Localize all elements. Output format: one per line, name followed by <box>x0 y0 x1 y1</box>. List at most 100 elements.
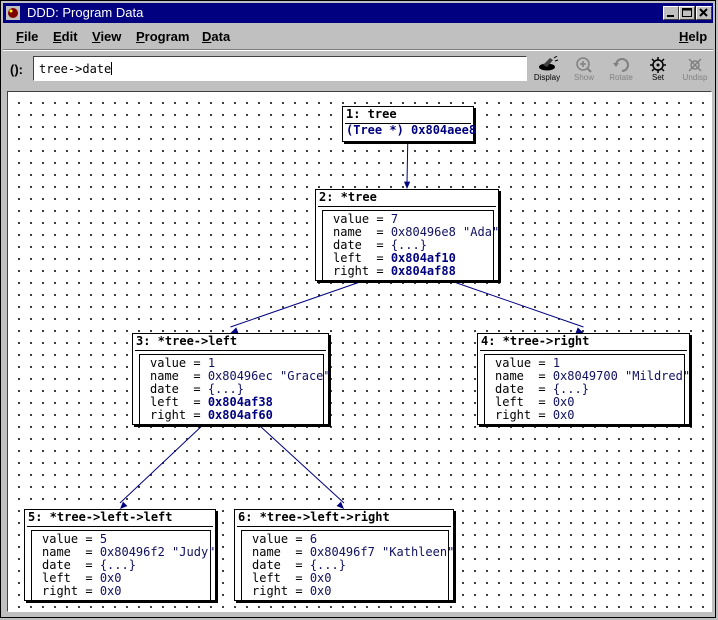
field-name: right <box>333 264 370 278</box>
struct-field-row[interactable]: value = 1 <box>150 357 319 370</box>
maximize-button[interactable] <box>679 6 695 20</box>
field-name: value <box>333 212 370 226</box>
field-value: 6 <box>309 532 318 546</box>
menu-file[interactable]: File <box>16 29 38 44</box>
field-value: 0x0 <box>99 584 122 598</box>
struct-field-row[interactable]: date = {...} <box>42 559 206 572</box>
field-name: right <box>150 408 187 422</box>
maximize-icon <box>682 8 692 17</box>
struct-field-row[interactable]: right = 0x0 <box>252 585 444 598</box>
field-equals: = <box>531 395 553 409</box>
field-equals: = <box>288 545 310 559</box>
struct-field-row[interactable]: date = {...} <box>495 383 680 396</box>
title-separator <box>27 526 213 527</box>
struct-field-row[interactable]: right = 0x0 <box>495 409 680 422</box>
field-name: value <box>252 532 289 546</box>
field-equals: = <box>531 382 553 396</box>
window-title: DDD: Program Data <box>27 5 144 20</box>
pointer-value[interactable]: 0x804af60 <box>207 408 273 422</box>
struct-field-row[interactable]: name = 0x8049700 "Mildred" <box>495 369 690 383</box>
field-equals: = <box>288 532 310 546</box>
struct-field-row[interactable]: left = 0x0 <box>252 572 444 585</box>
ddd-app-icon <box>6 6 20 20</box>
menu-view[interactable]: View <box>92 29 121 44</box>
struct-field-row[interactable]: left = 0x804af38 <box>150 396 319 409</box>
show-button[interactable]: Show <box>566 54 602 84</box>
menu-edit[interactable]: Edit <box>53 29 78 44</box>
field-equals: = <box>78 545 100 559</box>
field-equals: = <box>369 238 391 252</box>
struct-field-row[interactable]: name = 0x80496f2 "Judy" <box>42 545 215 559</box>
struct-field-row[interactable]: left = 0x804af10 <box>333 252 489 265</box>
title-bar[interactable]: DDD: Program Data <box>3 3 713 23</box>
field-value: 0x0 <box>552 408 575 422</box>
edge-2-3 <box>230 280 364 328</box>
field-value: {...} <box>309 558 346 572</box>
struct-field-row[interactable]: date = {...} <box>150 383 319 396</box>
struct-field-row[interactable]: name = 0x80496e8 "Ada" <box>333 226 499 239</box>
field-name: right <box>42 584 79 598</box>
struct-field-row[interactable]: value = 7 <box>333 213 489 226</box>
display-button-label: Display <box>533 73 561 82</box>
edge-arrowhead-3-6 <box>336 501 344 509</box>
field-name: right <box>495 408 532 422</box>
field-name: left <box>150 395 187 409</box>
field-value: 0x0 <box>552 395 575 409</box>
struct-field-row[interactable]: date = {...} <box>333 239 489 252</box>
struct-field-row[interactable]: right = 0x804af88 <box>333 265 489 278</box>
field-name: name <box>495 369 532 383</box>
pointer-value[interactable]: 0x804af10 <box>390 251 456 265</box>
field-name: left <box>252 571 289 585</box>
display-title: 2: *tree <box>319 190 377 204</box>
argument-input-value: tree->date <box>39 62 112 76</box>
display-title: 5: *tree->left->left <box>28 510 173 524</box>
field-equals: = <box>288 558 310 572</box>
field-value: 0x0 <box>309 571 332 585</box>
field-equals: = <box>78 584 100 598</box>
struct-field-row[interactable]: name = 0x80496f7 "Kathleen" <box>252 545 454 559</box>
minimize-button[interactable] <box>663 6 679 20</box>
struct-field-row[interactable]: value = 6 <box>252 533 444 546</box>
set-icon <box>650 57 666 73</box>
pointer-value[interactable]: 0x804af38 <box>207 395 273 409</box>
menu-bar: File Edit View Program Data Help <box>3 24 713 48</box>
field-value: 0x0 <box>309 584 332 598</box>
menu-help[interactable]: Help <box>679 29 707 44</box>
pointer-value[interactable]: 0x804af88 <box>390 264 456 278</box>
field-value: 0x80496ec "Grace" <box>207 369 331 383</box>
close-icon <box>699 8 708 17</box>
set-button[interactable]: Set <box>640 54 676 84</box>
field-equals: = <box>186 369 208 383</box>
undisp-button[interactable]: Undisp <box>677 54 713 84</box>
struct-field-row[interactable]: value = 1 <box>495 357 680 370</box>
field-equals: = <box>186 382 208 396</box>
struct-field-row[interactable]: date = {...} <box>252 559 444 572</box>
struct-field-row[interactable]: value = 5 <box>42 533 206 546</box>
struct-field-row[interactable]: right = 0x804af60 <box>150 409 319 422</box>
close-button[interactable] <box>696 6 712 20</box>
field-value: 1 <box>207 356 216 370</box>
struct-field-row[interactable]: left = 0x0 <box>42 572 206 585</box>
data-display-canvas[interactable]: 1: tree (Tree *) 0x804aee8 2: *tree value… <box>7 91 712 612</box>
text-caret <box>111 62 113 75</box>
menu-file-label: ile <box>23 29 39 44</box>
display-button[interactable]: Display <box>529 54 565 84</box>
menu-data[interactable]: Data <box>202 29 230 44</box>
struct-field-row[interactable]: right = 0x0 <box>42 585 206 598</box>
argument-input[interactable]: tree->date <box>33 56 527 81</box>
display-title: 1: tree <box>346 107 397 121</box>
display-node-1[interactable]: 1: tree (Tree *) 0x804aee8 <box>342 106 476 142</box>
rotate-button[interactable]: Rotate <box>603 54 639 84</box>
struct-field-row[interactable]: left = 0x0 <box>495 396 680 409</box>
field-equals: = <box>78 532 100 546</box>
field-name: date <box>252 558 289 572</box>
field-name: date <box>333 238 370 252</box>
struct-field-row[interactable]: name = 0x80496ec "Grace" <box>150 369 331 383</box>
menu-program[interactable]: Program <box>136 29 189 44</box>
